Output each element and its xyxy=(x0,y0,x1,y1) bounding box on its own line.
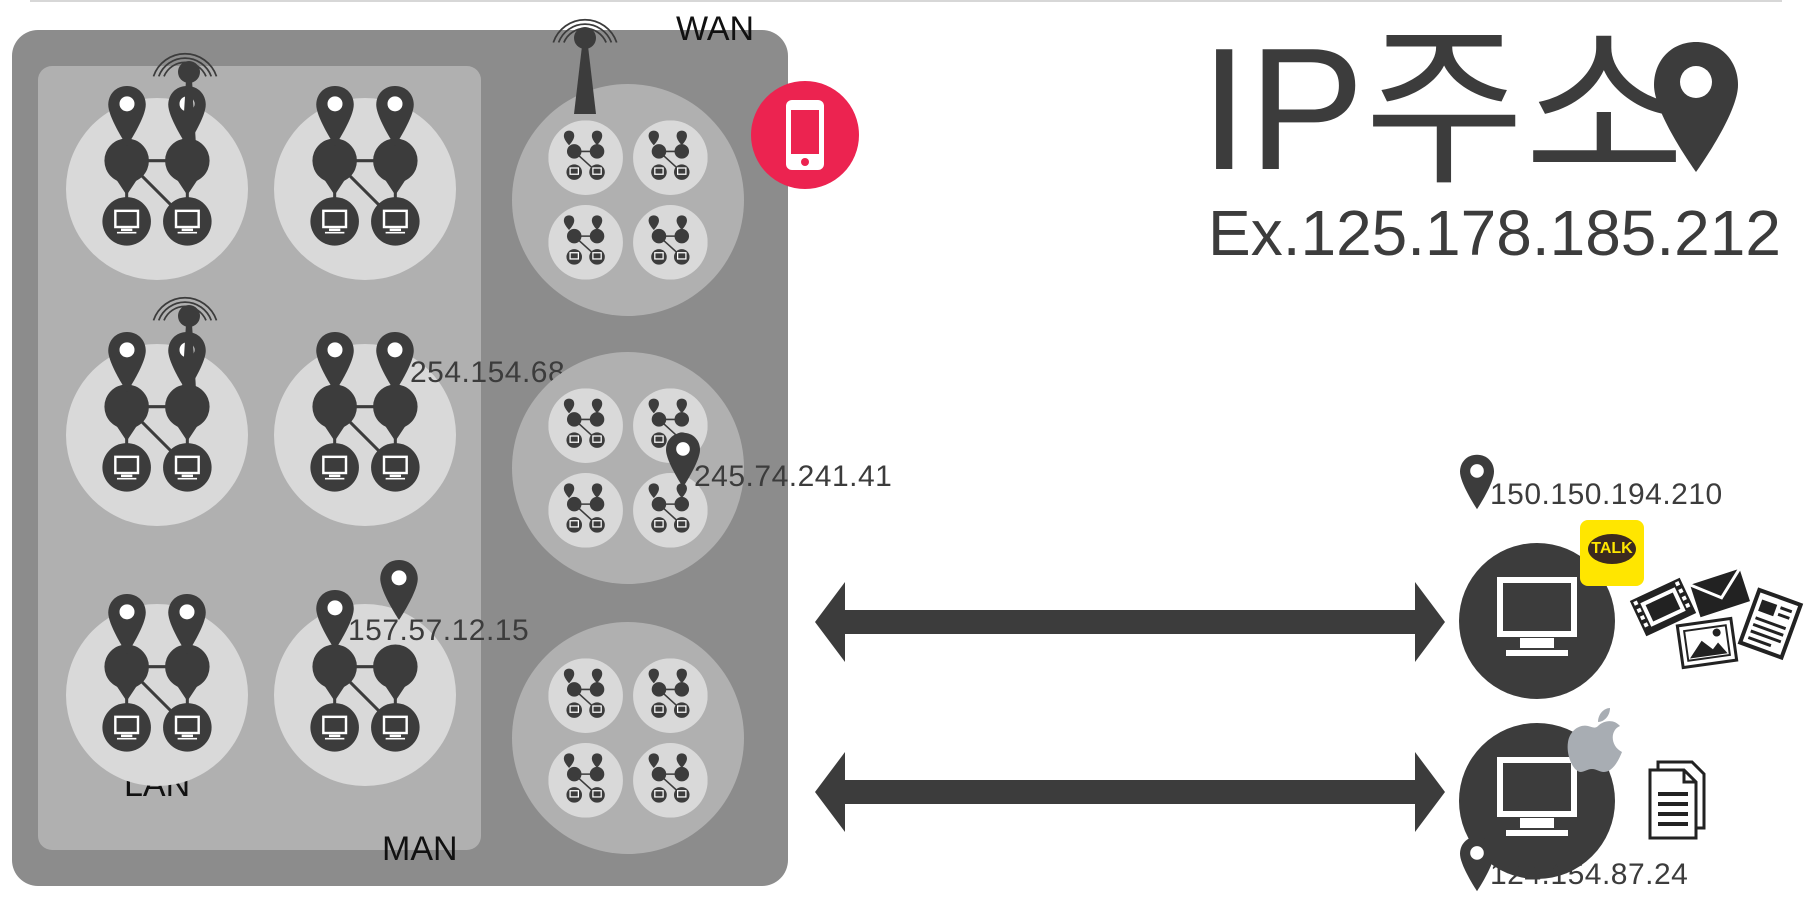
photo-icon xyxy=(1675,616,1739,670)
computer-icon xyxy=(1459,543,1615,699)
man-label: MAN xyxy=(382,830,458,868)
example-ip: Ex.125.178.185.212 xyxy=(1208,197,1781,269)
page-title: IP주소 xyxy=(1200,11,1685,206)
location-pin-icon xyxy=(316,86,354,146)
apple-icon xyxy=(1567,708,1622,772)
film-icon xyxy=(1629,577,1697,637)
antenna-icon xyxy=(574,27,596,114)
location-pin-icon xyxy=(108,594,146,654)
device-top-ip: 150.150.194.210 xyxy=(1490,478,1723,511)
antenna-icon xyxy=(178,61,200,178)
location-pin-icon xyxy=(168,594,206,654)
location-pin-icon xyxy=(1654,42,1738,172)
man-cluster-3 xyxy=(512,622,744,854)
location-pin-icon xyxy=(1460,454,1494,510)
top-divider xyxy=(30,0,1782,2)
lan-cluster-3 xyxy=(66,344,248,526)
lan-cluster-1 xyxy=(66,98,248,280)
bidirectional-arrow-bottom xyxy=(815,752,1445,832)
location-pin-icon xyxy=(108,332,146,392)
device-bottom-ip: 124.154.87.24 xyxy=(1490,858,1689,891)
wan-label: WAN xyxy=(676,10,755,48)
man-cluster-1 xyxy=(512,84,744,316)
envelope-icon xyxy=(1689,568,1750,618)
document-icon xyxy=(1648,760,1706,840)
man-ip-label: 245.74.241.41 xyxy=(694,460,893,493)
lan-ip-label-b: 157.57.12.15 xyxy=(348,614,530,647)
location-pin-icon xyxy=(376,332,414,392)
newspaper-icon xyxy=(1737,587,1804,661)
bidirectional-arrow-top xyxy=(815,582,1445,662)
lan-cluster-2 xyxy=(274,98,456,280)
location-pin-icon xyxy=(316,332,354,392)
location-pin-icon xyxy=(376,86,414,146)
location-pin-icon xyxy=(1460,836,1494,892)
location-pin-icon xyxy=(108,86,146,146)
talk-label: TALK xyxy=(1591,540,1633,557)
talk-icon: TALK xyxy=(1580,520,1644,586)
location-pin-icon xyxy=(380,560,418,620)
antenna-icon xyxy=(178,305,200,422)
smartphone-icon xyxy=(751,81,859,189)
lan-cluster-5 xyxy=(66,604,248,786)
